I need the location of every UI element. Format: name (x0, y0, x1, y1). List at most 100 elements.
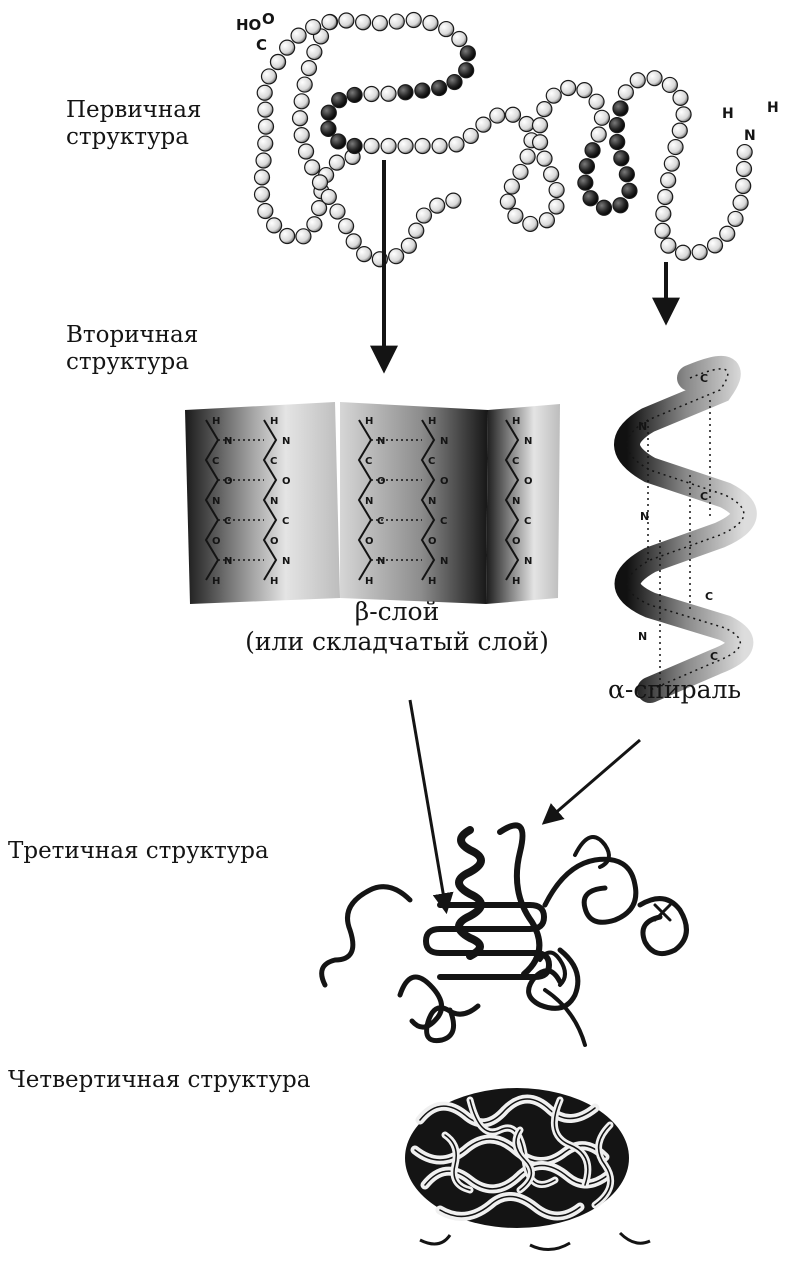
amino-acid-bead-dark (585, 143, 600, 158)
amino-acid-bead (339, 13, 354, 28)
amino-acid-bead (330, 204, 345, 219)
beta-atom-label: O (282, 476, 291, 487)
amino-acid-bead (519, 117, 534, 132)
secondary-structure-label-line-1: Вторичная (66, 322, 198, 349)
amino-acid-bead (409, 223, 424, 238)
alpha-helix-label: α-спираль (608, 675, 741, 705)
amino-acid-bead (523, 216, 538, 231)
beta-sheet-label-line-2: (или складчатый слой) (212, 627, 582, 657)
primary-structure-label: Первичная структура (66, 97, 201, 151)
amino-acid-bead (476, 117, 491, 132)
amino-acid-bead (618, 85, 633, 100)
beta-atom-label: N (524, 556, 532, 567)
beta-atom-label: O (440, 476, 449, 487)
tertiary-far-right-loop (640, 899, 686, 954)
amino-acid-bead (736, 178, 751, 193)
amino-acid-bead (258, 102, 273, 117)
beta-atom-label: O (365, 536, 374, 547)
amino-acid-bead-dark (321, 121, 336, 136)
helix-atom-label: N (638, 630, 647, 643)
tertiary-bottom-loop-1 (400, 977, 442, 1027)
amino-acid-bead (291, 28, 306, 43)
beta-atom-label: C (224, 516, 231, 527)
beta-atom-label: O (224, 476, 233, 487)
amino-acid-bead (544, 167, 559, 182)
amino-acid-bead-dark (347, 87, 362, 102)
beta-sheet: HNCONCONHHNCONCONHHNCONCONHHNCONCONHHNCO… (185, 402, 560, 604)
amino-acid-bead (630, 73, 645, 88)
amino-acid-bead (490, 108, 505, 123)
amino-acid-bead (389, 249, 404, 264)
amino-acid-bead-dark (321, 105, 336, 120)
beta-atom-label: N (365, 496, 373, 507)
amino-acid-bead (356, 15, 371, 30)
amino-acid-bead (737, 162, 752, 177)
amino-acid-bead (297, 77, 312, 92)
arrow-beta-to-tertiary (410, 700, 446, 910)
beta-atom-label: H (212, 416, 220, 427)
alpha-helix: CNCNCNC (627, 369, 744, 690)
carboxyl-o-label: O (262, 10, 275, 28)
amino-acid-bead (432, 139, 447, 154)
amino-acid-bead (655, 223, 670, 238)
amino-acid-bead-dark (613, 198, 628, 213)
beta-atom-label: N (377, 436, 385, 447)
amino-acid-bead (591, 127, 606, 142)
beta-atom-label: C (365, 456, 372, 467)
beta-atom-label: O (270, 536, 279, 547)
tertiary-cross-mark (655, 905, 670, 920)
amino-h-label-2: H (767, 100, 779, 116)
amino-acid-bead (520, 149, 535, 164)
amino-acid-bead (539, 213, 554, 228)
amino-acid-bead-dark (614, 151, 629, 166)
amino-acid-bead (577, 83, 592, 98)
amino-acid-bead (322, 15, 337, 30)
amino-acid-bead (537, 151, 552, 166)
amino-acid-bead (672, 123, 687, 138)
amino-acid-bead (306, 20, 321, 35)
amino-acid-bead-dark (596, 200, 611, 215)
amino-acid-bead (307, 217, 322, 232)
amino-acid-bead (293, 111, 308, 126)
beta-atom-label: H (512, 576, 520, 587)
amino-acid-bead (504, 179, 519, 194)
beta-atom-label: N (524, 436, 532, 447)
tertiary-loop-upper-right (545, 859, 636, 922)
beta-atom-label: O (524, 476, 533, 487)
amino-acid-bead (267, 218, 282, 233)
amino-acid-bead (364, 139, 379, 154)
amino-acid-bead (673, 90, 688, 105)
amino-acid-bead (381, 139, 396, 154)
beta-atom-label: C (512, 456, 519, 467)
beta-atom-label: C (377, 516, 384, 527)
amino-acid-bead (449, 137, 464, 152)
amino-acid-bead (294, 128, 309, 143)
amino-acid-bead (256, 153, 271, 168)
quaternary-structure-label: Четвертичная структура (8, 1067, 310, 1094)
amino-acid-bead (258, 136, 273, 151)
amino-acid-bead (401, 238, 416, 253)
amino-acid-bead (415, 139, 430, 154)
amino-acid-bead (505, 107, 520, 122)
quaternary-structure (405, 1088, 650, 1250)
helix-atom-label: C (710, 650, 718, 663)
amino-acid-bead (294, 94, 309, 109)
carboxyl-ho-label: HO (236, 16, 261, 34)
amino-acid-bead (280, 228, 295, 243)
beta-atom-label: O (377, 476, 386, 487)
amino-acid-bead (452, 32, 467, 47)
amino-acid-bead (549, 183, 564, 198)
beta-atom-label: N (282, 436, 290, 447)
amino-acid-bead (549, 199, 564, 214)
beta-atom-label: N (377, 556, 385, 567)
amino-acid-bead (676, 245, 691, 260)
beta-atom-label: H (365, 576, 373, 587)
amino-acid-bead (661, 238, 676, 253)
amino-acid-bead (398, 139, 413, 154)
amino-acid-bead (255, 187, 270, 202)
amino-acid-bead (372, 16, 387, 31)
amino-acid-bead (312, 175, 327, 190)
amino-acid-bead (500, 194, 515, 209)
helix-atom-label: C (700, 490, 708, 503)
